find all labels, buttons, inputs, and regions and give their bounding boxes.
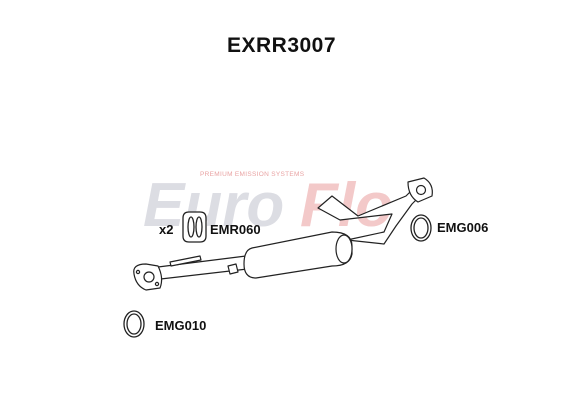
euroflo-watermark-logo: Euro Flo bbox=[143, 171, 393, 240]
emr060-part-label: EMR060 bbox=[210, 222, 261, 237]
gasket-ring-icon bbox=[123, 310, 145, 338]
centre-silencer-pipe bbox=[133, 177, 433, 291]
gasket-ring-icon bbox=[410, 214, 432, 242]
emr060-quantity-label: x2 bbox=[159, 222, 174, 237]
emg006-part-label: EMG006 bbox=[437, 220, 489, 235]
watermark-brand-flo: Flo bbox=[300, 171, 393, 240]
rubber-hanger-icon bbox=[182, 211, 207, 243]
part-number-title: EXRR3007 bbox=[226, 34, 337, 57]
emg010-part-label: EMG010 bbox=[155, 318, 207, 333]
watermark-tagline: PREMIUM EMISSION SYSTEMS bbox=[200, 171, 305, 178]
watermark-brand-euro: Euro bbox=[143, 171, 284, 240]
